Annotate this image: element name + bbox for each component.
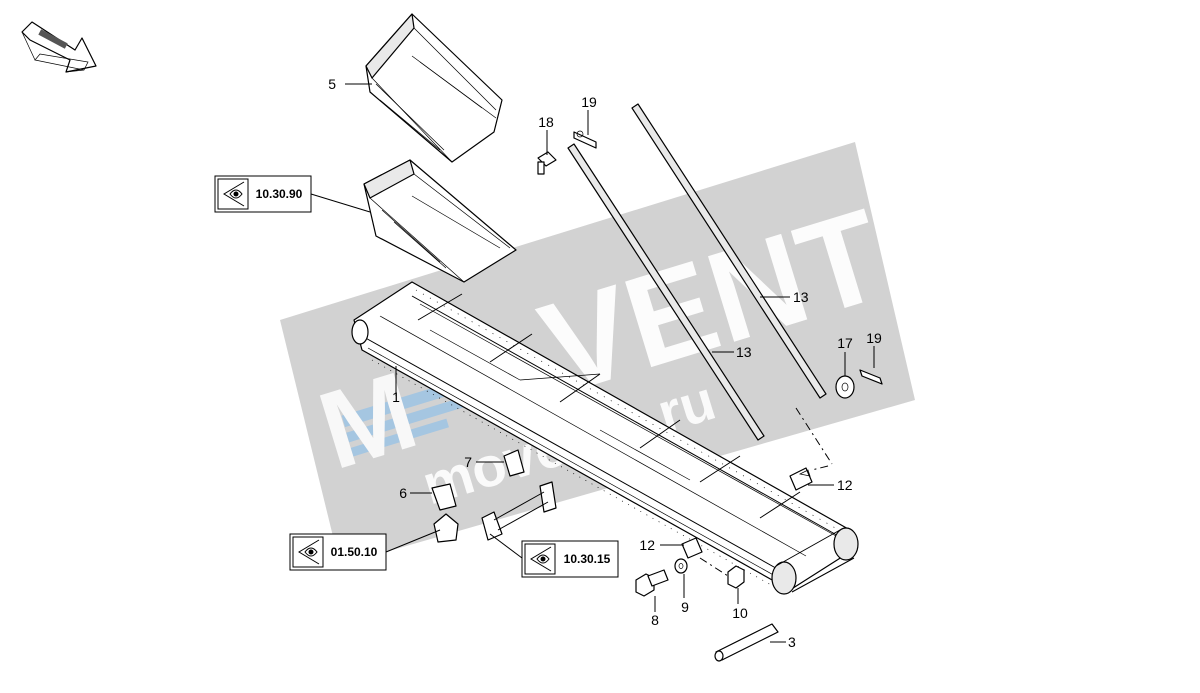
part-19-pin-upper [573,130,597,149]
callout-19-upper: 19 [581,94,597,110]
part-bracket-10-30-15 [481,481,557,541]
callout-12-upper: 12 [837,477,853,493]
callout-19-lower: 19 [866,330,882,346]
part-12-clip-upper [789,467,813,491]
eye-icon [530,546,552,572]
callout-5: 5 [328,76,336,92]
part-13-strip-a [631,103,827,399]
callout-8: 8 [651,612,659,628]
part-13-strip-b [567,143,765,441]
callout-3: 3 [788,634,796,650]
orientation-arrow-icon [21,21,97,73]
part-5-side-panel [365,13,503,163]
part-10-nut [727,565,745,589]
callout-12-lower: 12 [639,537,655,553]
assembly-lines [699,407,833,577]
callouts: 5 1 18 19 13 13 17 19 12 12 7 6 8 9 10 3 [328,76,882,650]
leader-lines [310,83,875,643]
ref-box-10-30-15[interactable]: 10.30.15 [521,540,619,578]
callout-1: 1 [392,389,400,405]
callout-18: 18 [538,114,554,130]
ref-label-01-50-10: 01.50.10 [331,545,378,559]
callout-13-upper: 13 [793,289,809,305]
part-8-bolt [635,569,669,597]
callout-17: 17 [837,335,853,351]
part-19-pin-lower [859,369,883,385]
callout-13-lower: 13 [736,344,752,360]
part-17-washer [835,375,855,399]
eye-icon [223,181,245,207]
part-hopper-chute [363,159,517,283]
part-6-plate [431,483,457,511]
ref-label-10-30-90: 10.30.90 [256,187,303,201]
part-12-clip-lower [681,537,703,559]
part-7-plate [503,449,525,477]
part-bracket-01-50-10 [433,513,459,543]
ref-box-01-50-10[interactable]: 01.50.10 [289,533,387,571]
ref-box-10-30-90[interactable]: 10.30.90 [214,175,312,213]
callout-9: 9 [681,599,689,615]
callout-7: 7 [464,454,472,470]
part-3-shaft [714,623,779,662]
eye-icon [298,539,320,565]
callout-10: 10 [732,605,748,621]
part-1-conveyor-frame [351,281,859,595]
part-18-bracket [537,151,557,175]
ref-label-10-30-15: 10.30.15 [564,552,611,566]
part-9-washer [674,558,688,574]
callout-6: 6 [399,485,407,501]
